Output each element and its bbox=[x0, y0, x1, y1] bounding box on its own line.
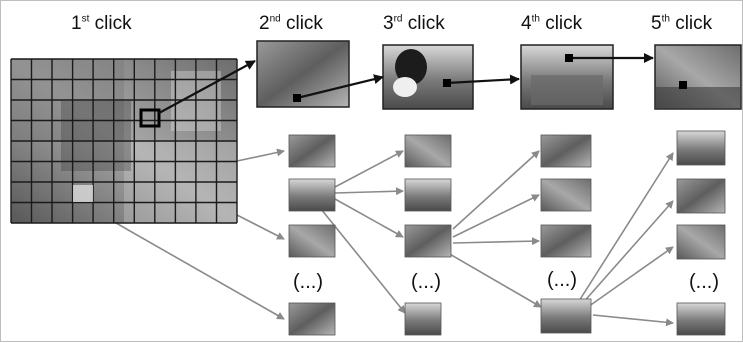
stage-label-3: 3rd click bbox=[383, 13, 445, 34]
thumbnail bbox=[404, 302, 442, 336]
click-image-3 bbox=[382, 44, 474, 110]
thumbnail bbox=[676, 302, 726, 336]
grey-arrow bbox=[334, 187, 404, 196]
grey-arrow bbox=[584, 246, 674, 310]
click-markers bbox=[293, 54, 687, 102]
ellipsis-col-5: (...) bbox=[689, 271, 719, 293]
thumbnail bbox=[676, 130, 726, 166]
thumbnail bbox=[404, 178, 452, 212]
ellipsis-col-3: (...) bbox=[411, 271, 441, 293]
grey-arrow bbox=[452, 237, 540, 246]
grey-arrow bbox=[452, 150, 540, 230]
grey-arrow bbox=[236, 148, 285, 162]
thumbnail bbox=[540, 224, 592, 258]
ellipsis-col-4: (...) bbox=[547, 269, 577, 291]
black-arrow bbox=[158, 60, 256, 114]
result-thumbnails bbox=[288, 130, 726, 336]
grey-arrow bbox=[334, 198, 404, 238]
black-arrow bbox=[296, 74, 384, 100]
thumbnail bbox=[288, 302, 336, 336]
click-path-arrows bbox=[158, 53, 654, 114]
ellipsis-col-2: (...) bbox=[293, 271, 323, 293]
grey-arrow bbox=[580, 200, 674, 306]
grey-arrow bbox=[592, 314, 674, 327]
stage-label-2: 2nd click bbox=[259, 13, 323, 34]
thumbnail bbox=[288, 224, 336, 258]
black-arrow bbox=[446, 74, 520, 85]
selected-cell-highlight bbox=[139, 108, 161, 128]
thumbnail bbox=[288, 178, 336, 212]
highlighted-row-cell bbox=[73, 185, 93, 202]
thumbnail bbox=[404, 134, 452, 168]
grey-arrow bbox=[334, 150, 404, 188]
stage-label-1: 1st click bbox=[71, 13, 132, 34]
thumbnail bbox=[676, 224, 726, 260]
top-click-images bbox=[256, 40, 742, 110]
grey-arrow bbox=[452, 194, 540, 238]
thumbnail bbox=[404, 224, 452, 258]
thumbnail bbox=[540, 134, 592, 168]
thumbnail bbox=[288, 134, 336, 168]
grey-arrow bbox=[440, 248, 542, 308]
stage-label-4: 4th click bbox=[521, 13, 583, 34]
stage-label-5: 5th click bbox=[651, 13, 713, 34]
thumbnail bbox=[676, 178, 726, 214]
grey-arrow bbox=[236, 214, 285, 240]
thumbnail bbox=[540, 298, 592, 334]
thumbnail bbox=[540, 178, 592, 212]
grey-arrow bbox=[578, 152, 674, 302]
image-grid-mosaic bbox=[10, 58, 238, 224]
